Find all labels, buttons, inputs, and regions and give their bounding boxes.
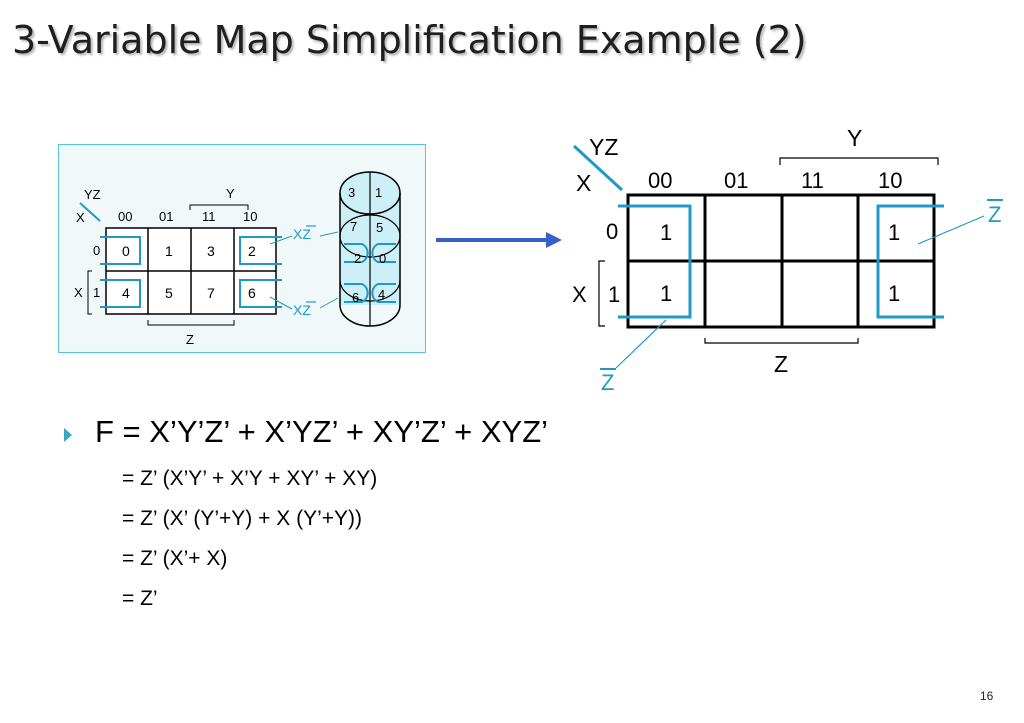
right-callout-right: Z: [988, 202, 1001, 227]
equation-line: = Z’ (X’+ X): [122, 547, 228, 570]
left-cell: 5: [165, 285, 173, 301]
right-corner-left: X: [576, 170, 591, 196]
right-corner-diagonal: [572, 144, 624, 192]
left-cell: 3: [207, 243, 215, 259]
left-x-bracket: [87, 270, 92, 315]
left-cell: 6: [248, 285, 256, 301]
left-col-header: 10: [243, 209, 257, 224]
bullet-icon: [64, 428, 72, 442]
equation-line: = Z’ (X’Y’ + X’Y + XY’ + XY): [122, 467, 378, 490]
right-cell: 1: [660, 281, 672, 306]
left-col-header: 01: [159, 209, 173, 224]
cylinder-cell: 5: [376, 220, 383, 235]
left-cell: 2: [248, 243, 256, 259]
cylinder-cell: 3: [348, 185, 355, 200]
cylinder-cell: 7: [350, 219, 357, 234]
right-x-side-label: X: [572, 282, 587, 307]
left-z-bracket: [147, 320, 235, 326]
right-col-header: 01: [724, 168, 748, 193]
right-z-label: Z: [774, 351, 788, 377]
left-group-top-right: [239, 236, 282, 265]
left-cell: 1: [165, 243, 173, 259]
left-row-header: 1: [93, 285, 100, 300]
left-group-bottom-left: [100, 279, 141, 308]
right-corner-top: YZ: [589, 134, 618, 160]
left-group-top-left: [100, 236, 141, 265]
left-cell: 4: [122, 285, 130, 301]
left-row-header: 0: [93, 243, 100, 258]
right-col-header: 00: [648, 168, 672, 193]
cylinder-cell: 2: [354, 251, 361, 266]
right-col-header: 10: [878, 168, 902, 193]
left-col-header: 00: [118, 209, 132, 224]
equation-line: = Z’ (X’ (Y’+Y) + X (Y’+Y)): [122, 507, 362, 530]
right-x-bracket: [598, 260, 605, 327]
equation-main: F = X’Y’Z’ + X’YZ’ + XY’Z’ + XYZ’: [95, 414, 549, 449]
right-row-header: 0: [606, 219, 618, 244]
left-cell: 7: [207, 285, 215, 301]
right-y-label: Y: [847, 125, 862, 151]
right-cell: 1: [660, 220, 672, 245]
left-y-label: Y: [226, 186, 235, 201]
right-group-right: [876, 204, 944, 319]
left-z-label: Z: [186, 332, 194, 347]
right-y-bracket: [779, 157, 939, 165]
right-row-header: 1: [608, 282, 620, 307]
page-number: 16: [980, 689, 994, 703]
left-corner-top: YZ: [84, 187, 101, 202]
equation-line: = Z’: [122, 587, 158, 610]
right-callout-bottom: Z: [601, 370, 614, 395]
left-callout-bottom: XZ: [293, 302, 311, 318]
cylinder-cell: 4: [378, 287, 385, 302]
left-cell: 0: [122, 243, 130, 259]
cylinder-cell: 0: [379, 251, 386, 266]
left-cylinder: [339, 171, 401, 327]
right-cell: 1: [888, 281, 900, 306]
cylinder-cell: 6: [352, 290, 359, 305]
arrow-head-icon: [546, 232, 562, 248]
left-callout-top: XZ: [293, 226, 311, 242]
left-x-side-label: X: [74, 285, 83, 300]
left-y-bracket: [189, 204, 249, 210]
cylinder-cell: 1: [375, 185, 382, 200]
slide-title: 3-Variable Map Simplification Example (2…: [12, 18, 807, 62]
right-cell: 1: [888, 220, 900, 245]
left-group-bottom-right: [239, 279, 282, 308]
left-corner-diagonal: [79, 202, 101, 222]
left-col-header: 11: [202, 209, 216, 224]
right-group-left: [618, 204, 692, 319]
right-col-header: 11: [801, 168, 824, 193]
left-corner-left: X: [76, 210, 85, 225]
right-z-bracket: [704, 338, 859, 344]
